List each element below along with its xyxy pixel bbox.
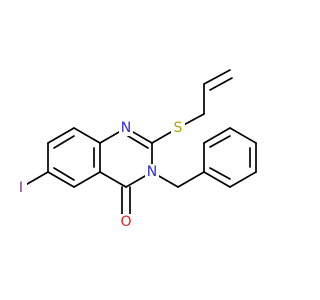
bond-ph3-ph4: [229, 127, 257, 144]
bond-ch-ch2-terminal: [203, 69, 231, 85]
atom-o-label: O: [120, 214, 131, 230]
atom-o: O: [119, 214, 133, 230]
atom-i: I: [17, 180, 27, 196]
atom-n3-label: N: [147, 164, 157, 180]
bond-c4-c4a: [99, 171, 127, 188]
bond-ph6-ph1-double: [209, 167, 231, 180]
atom-n1-label: N: [121, 120, 131, 136]
bond-ph2-ph3-double: [209, 135, 231, 148]
molecule-structure: N N S I O: [17, 69, 257, 230]
atom-n3: N: [145, 164, 159, 180]
bond-c6-c5: [47, 171, 75, 188]
bond-ch-ch2-terminal-double: [209, 77, 233, 91]
bond-ph5-ph6: [229, 171, 257, 188]
bond-ph2-ph3: [203, 127, 231, 144]
atom-s-label: S: [174, 120, 183, 136]
bond-c8-c7: [47, 127, 75, 144]
bond-ch2-ph: [177, 171, 205, 188]
atom-s: S: [171, 120, 185, 136]
bond-c8a-c8: [73, 127, 101, 144]
bond-n1-c2-double: [127, 135, 149, 149]
bond-c5-c4a: [73, 171, 101, 188]
atom-i-label: I: [19, 180, 23, 196]
atom-n1: N: [119, 120, 133, 136]
bond-c8-c7-double: [53, 135, 75, 149]
bond-c6-c5-double: [53, 167, 75, 181]
bond-ph6-ph1: [203, 171, 231, 188]
